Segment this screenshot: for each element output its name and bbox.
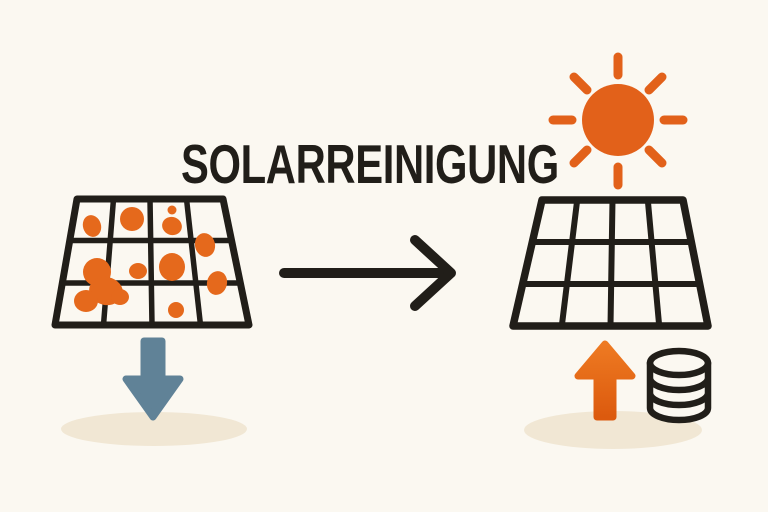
coin-stack-lines (646, 359, 712, 424)
clean-solar-panel-icon (509, 196, 712, 330)
stain (159, 253, 185, 281)
down-arrow-icon (122, 337, 184, 421)
left-ground-shadow (61, 412, 247, 446)
up-arrow-icon (574, 340, 636, 421)
stain (206, 271, 228, 295)
stain (111, 289, 129, 305)
stain (129, 263, 147, 279)
dirt-stains (74, 205, 228, 318)
stain (82, 215, 102, 237)
stain (167, 205, 177, 215)
right-arrow-icon (279, 235, 456, 311)
sun-disc (582, 84, 654, 156)
stain (162, 216, 182, 236)
stain (120, 207, 144, 231)
dirty-solar-panel-icon (51, 195, 253, 329)
page-title: SOLARREINIGUNG (181, 133, 559, 195)
right-ground-shadow (524, 411, 702, 449)
stain (194, 233, 216, 257)
stain (74, 290, 98, 312)
sun-icon (548, 52, 688, 190)
panel-frame (51, 195, 253, 329)
coin-stack-icon (646, 347, 712, 424)
sun-rays (548, 52, 688, 190)
stain (168, 302, 184, 318)
